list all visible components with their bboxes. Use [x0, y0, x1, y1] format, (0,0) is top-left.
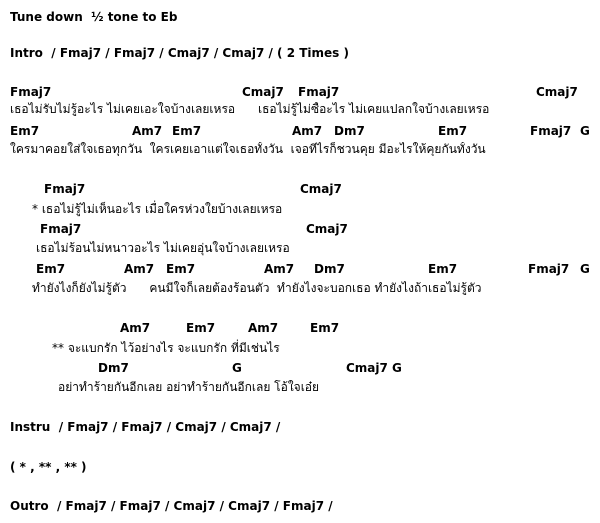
lyric-line: เธอไม่ร้อนไม่หนาวอะไร ไม่เคยอุ่นใจบ้างเล… — [36, 241, 290, 255]
chord: Em7 — [172, 124, 202, 138]
lyric-line: ** จะแบกรัก ไว้อย่างไร จะแบกรัก ที่มีเช่… — [52, 341, 280, 355]
chord: G — [580, 262, 590, 276]
chord: Am7 — [248, 321, 279, 335]
chord: Em7 — [36, 262, 66, 276]
lyric-line: ทำยังไงก็ยังไม่รู้ตัว คนมีใจก็เลยต้องร้อ… — [32, 281, 482, 295]
chord: Em7 — [10, 124, 40, 138]
chord: Am7 — [124, 262, 155, 276]
chord: Em7 — [438, 124, 468, 138]
chord: Dm7 — [98, 361, 129, 375]
chord: Fmaj7 — [528, 262, 570, 276]
chord: Em7 — [186, 321, 216, 335]
chord: Fmaj7 — [530, 124, 572, 138]
chord: Dm7 — [314, 262, 345, 276]
chord: Cmaj7 — [536, 85, 578, 99]
chord: G — [232, 361, 242, 375]
outro-line: Outro / Fmaj7 / Fmaj7 / Cmaj7 / Cmaj7 / … — [10, 499, 333, 513]
instru-line: Instru / Fmaj7 / Fmaj7 / Cmaj7 / Cmaj7 / — [10, 420, 281, 434]
chord: Am7 — [132, 124, 163, 138]
chord: Fmaj7 — [44, 182, 86, 196]
chord: Em7 — [310, 321, 340, 335]
lyric-line: * เธอไม่รู้ไม่เห็นอะไร เมื่อใครห่วงใยบ้า… — [32, 202, 283, 216]
chord: Fmaj7 — [298, 85, 340, 99]
chord: Cmaj7 — [242, 85, 284, 99]
chord: Am7 — [264, 262, 295, 276]
chord: Am7 — [120, 321, 151, 335]
chord: Em7 — [166, 262, 196, 276]
chord: Cmaj7 — [300, 182, 342, 196]
chord: Am7 — [292, 124, 323, 138]
chord: Dm7 — [334, 124, 365, 138]
chord: Cmaj7 G — [346, 361, 402, 375]
repeat-line: ( * , ** , ** ) — [10, 460, 87, 474]
chord: Fmaj7 — [10, 85, 52, 99]
chord: G — [580, 124, 590, 138]
chord: Em7 — [428, 262, 458, 276]
chord: Cmaj7 — [306, 222, 348, 236]
tuning-note: Tune down ½ tone to Eb — [10, 10, 178, 24]
chord: Fmaj7 — [40, 222, 82, 236]
lyric-line: เธอไม่รับไม่รู้อะไร ไม่เคยเอะใจบ้างเลยเห… — [10, 102, 490, 116]
lyric-line: อย่าทำร้ายกันอีกเลย อย่าทำร้ายกันอีกเลย … — [58, 380, 320, 394]
intro-line: Intro / Fmaj7 / Fmaj7 / Cmaj7 / Cmaj7 / … — [10, 46, 349, 60]
lyric-line: ใครมาคอยใส่ใจเธอทุกวัน ใครเคยเอาแต่ใจเธอ… — [10, 142, 486, 156]
